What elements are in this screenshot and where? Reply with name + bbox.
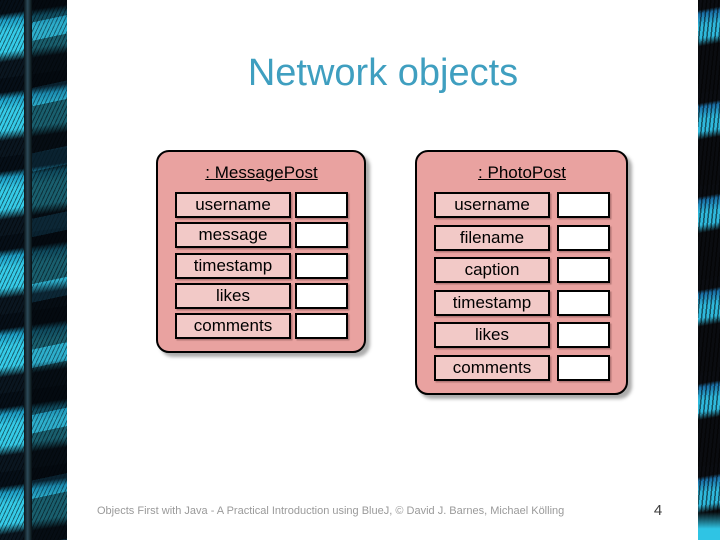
field-label: caption — [434, 257, 550, 284]
field-row: comments — [175, 313, 348, 339]
object-card-photopost: : PhotoPost username filename caption ti… — [415, 150, 628, 395]
field-row: likes — [434, 322, 610, 349]
object-header: : PhotoPost — [478, 163, 566, 182]
field-label: timestamp — [434, 289, 550, 316]
field-value-box — [557, 289, 610, 316]
field-value-box — [557, 224, 610, 251]
field-rows: username message timestamp likes comment… — [175, 192, 348, 339]
feather-vane — [32, 0, 67, 540]
object-header: : MessagePost — [205, 163, 318, 182]
field-row: likes — [175, 282, 348, 309]
right-feather-image — [698, 0, 720, 540]
field-rows: username filename caption timestamp like… — [434, 192, 610, 381]
field-value-box — [557, 257, 610, 284]
page-number: 4 — [653, 502, 663, 519]
field-value-box — [557, 354, 610, 381]
field-row: filename — [434, 224, 610, 251]
field-label: likes — [434, 322, 550, 349]
field-label: timestamp — [175, 252, 291, 279]
footer-credit: Objects First with Java - A Practical In… — [97, 505, 565, 517]
field-label: comments — [175, 313, 291, 339]
field-row: username — [175, 192, 348, 218]
field-value-box — [295, 222, 348, 249]
left-feather-image — [0, 0, 67, 540]
field-row: username — [434, 192, 610, 218]
field-label: likes — [175, 282, 291, 309]
field-row: message — [175, 222, 348, 249]
field-label: comments — [434, 354, 550, 381]
field-label: filename — [434, 224, 550, 251]
field-row: timestamp — [434, 289, 610, 316]
field-value-box — [295, 192, 348, 218]
feather-tip — [698, 512, 720, 540]
field-value-box — [557, 322, 610, 349]
field-row: timestamp — [175, 252, 348, 279]
field-label: message — [175, 222, 291, 249]
page-title: Network objects — [247, 52, 519, 94]
field-row: caption — [434, 257, 610, 284]
feather-shaft — [24, 0, 32, 540]
field-label: username — [434, 192, 550, 218]
field-value-box — [295, 252, 348, 279]
field-value-box — [295, 282, 348, 309]
field-label: username — [175, 192, 291, 218]
field-value-box — [295, 313, 348, 339]
object-card-messagepost: : MessagePost username message timestamp… — [156, 150, 366, 353]
field-value-box — [557, 192, 610, 218]
field-row: comments — [434, 354, 610, 381]
